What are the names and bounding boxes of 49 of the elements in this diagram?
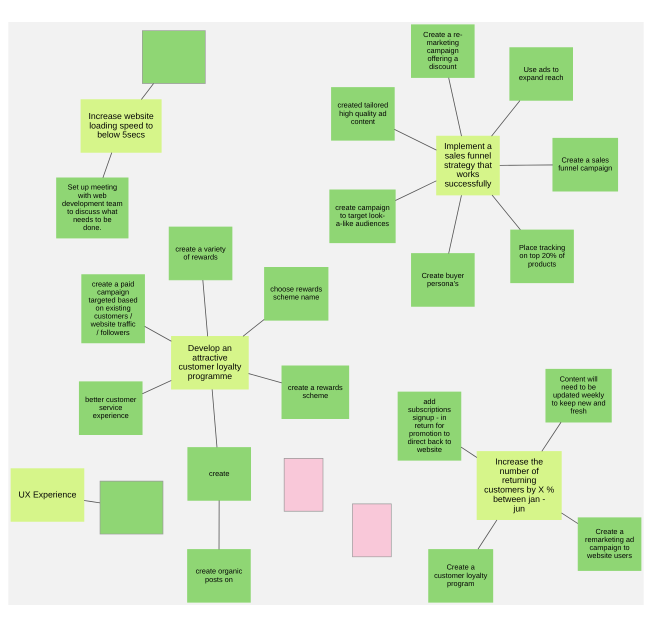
connector bbox=[561, 512, 578, 524]
connector bbox=[140, 83, 154, 100]
connector bbox=[144, 326, 172, 342]
node-box: Implement a sales funnel strategy that works successfully bbox=[436, 136, 500, 196]
node-box: Content will need to be updated weekly to keep new and fresh bbox=[545, 368, 612, 422]
node-box: Increase the number of returning customers by X % between jan - jun bbox=[476, 451, 562, 520]
node-box: create a paid campaign targeted based on existing customers / website traffic / followers bbox=[81, 274, 145, 344]
node-box bbox=[100, 480, 164, 534]
node-box: create campaign to target look-a-like audiences bbox=[329, 190, 396, 244]
node-box bbox=[284, 458, 324, 512]
connector bbox=[394, 129, 437, 150]
connector bbox=[478, 520, 498, 550]
connector bbox=[448, 194, 462, 254]
connector bbox=[242, 318, 265, 337]
connector bbox=[492, 194, 521, 230]
connector bbox=[448, 77, 462, 137]
connector bbox=[142, 380, 172, 394]
node-box: UX Experience bbox=[10, 468, 84, 522]
connector bbox=[202, 280, 208, 337]
node-box: create a variety of rewards bbox=[168, 226, 232, 280]
node-box: created tailored high quality ad content bbox=[331, 87, 395, 141]
node-box: Increase website loading speed to below 5secs bbox=[80, 99, 162, 153]
node-box: Create a customer loyalty program bbox=[428, 549, 494, 603]
node-box: Create a remarketing ad campaign to website users bbox=[578, 517, 642, 571]
node-box: Place tracking on top 20% of products bbox=[510, 230, 574, 284]
connector bbox=[84, 500, 100, 504]
node-box: better customer service experience bbox=[78, 381, 143, 435]
connector bbox=[102, 152, 112, 178]
node-box: add subscriptions signup - in return for promotion to direct back to website bbox=[398, 392, 462, 461]
node-box: create organic posts on bbox=[187, 549, 251, 603]
node-box bbox=[142, 30, 206, 84]
connector bbox=[248, 373, 282, 384]
node-box: create bbox=[187, 447, 252, 501]
node-box: Create a sales funnel campaign bbox=[552, 138, 618, 192]
node-box bbox=[352, 504, 392, 558]
connector bbox=[460, 446, 478, 458]
node-box: Develop an attractive customer loyalty programme bbox=[171, 336, 249, 390]
connector bbox=[499, 164, 554, 166]
connector bbox=[218, 500, 220, 550]
connector bbox=[212, 388, 218, 448]
node-box: Set up meeting with web development team to discuss what needs to be done. bbox=[56, 177, 128, 238]
connector bbox=[395, 180, 437, 201]
node-box: Create buyer persona's bbox=[411, 253, 475, 307]
node-box: Use ads to expand reach bbox=[509, 47, 573, 101]
node-box: choose rewards scheme name bbox=[264, 267, 328, 321]
connector bbox=[541, 422, 562, 452]
node-box: create a rewards scheme bbox=[282, 365, 350, 420]
node-box: Create a re-marketing campaign offering a discount bbox=[411, 24, 475, 78]
connector bbox=[491, 100, 520, 136]
